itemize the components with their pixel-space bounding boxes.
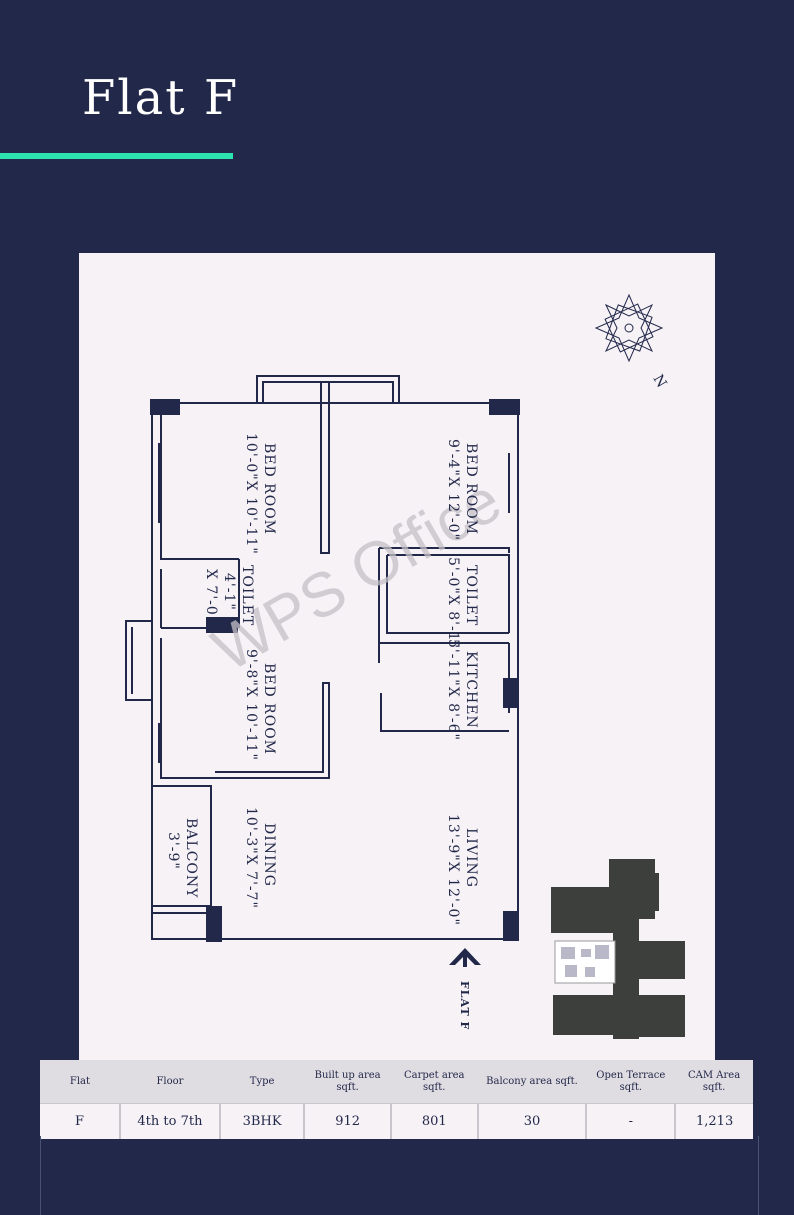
svg-text:BED ROOM: BED ROOM [463, 443, 479, 535]
header-flat: Flat [40, 1060, 120, 1104]
flat-info-table: Flat Floor Type Built up area sqft. Carp… [40, 1060, 753, 1139]
column [150, 399, 180, 415]
svg-text:10'-0"X 10'-11": 10'-0"X 10'-11" [243, 433, 259, 555]
header-balcony-area: Balcony area sqft. [477, 1060, 587, 1104]
column [206, 906, 222, 942]
header-cam-area: CAM Area sqft. [675, 1060, 753, 1104]
bedroom2-walls [379, 547, 510, 553]
svg-text:TOILET: TOILET [463, 565, 479, 626]
svg-text:TOILET: TOILET [239, 565, 255, 626]
cell-cam-area: 1,213 [675, 1103, 753, 1139]
central-wall [320, 383, 330, 554]
room-label-bedroom-3: BED ROOM 9'-8"X 10'-11" [243, 649, 277, 761]
svg-text:LIVING: LIVING [463, 828, 479, 888]
footer-frame [40, 1136, 759, 1215]
kitchen-walls [379, 642, 509, 732]
entry-arrow-icon [449, 948, 481, 967]
column [503, 678, 519, 708]
svg-text:BALCONY: BALCONY [183, 818, 199, 898]
column [489, 399, 520, 415]
room-label-dining: DINING 10'-3"X 7'-7" [243, 807, 277, 909]
svg-text:5'-11"X 8'-6": 5'-11"X 8'-6" [445, 639, 461, 741]
west-projection [125, 620, 152, 701]
svg-text:5'-0"X 8'-1": 5'-0"X 8'-1" [445, 557, 461, 649]
header-type: Type [219, 1060, 305, 1104]
key-plan-thumbnail [551, 859, 685, 1039]
cell-built-up-area: 912 [304, 1103, 392, 1139]
header-built-up-area: Built up area sqft. [304, 1060, 391, 1104]
header-carpet-area: Carpet area sqft. [390, 1060, 478, 1104]
room-label-balcony: BALCONY 3'-9" [165, 818, 199, 898]
cell-type: 3BHK [219, 1103, 306, 1139]
svg-text:3'-9": 3'-9" [165, 832, 181, 870]
table-header-row: Flat Floor Type Built up area sqft. Carp… [40, 1060, 753, 1104]
north-label: N [650, 372, 670, 391]
svg-text:BED ROOM: BED ROOM [261, 663, 277, 755]
top-projection [256, 375, 400, 403]
room-label-toilet-1: TOILET 4'-1" X 7'-0" [203, 565, 255, 626]
svg-text:X 7'-0": X 7'-0" [203, 569, 219, 623]
cell-balcony-area: 30 [477, 1103, 588, 1139]
room-label-toilet-2: TOILET 5'-0"X 8'-1" [445, 557, 479, 649]
svg-text:9'-8"X 10'-11": 9'-8"X 10'-11" [243, 649, 259, 761]
cell-open-terrace: - [586, 1103, 677, 1139]
svg-text:4'-1": 4'-1" [221, 573, 237, 611]
bedroom1-walls [160, 413, 239, 560]
column [503, 911, 519, 941]
floor-plan-drawing: WPS Office N BED ROOM 10'-0"X 10'-11" BE… [125, 293, 670, 1030]
room-label-bedroom-2: BED ROOM 9'-4"X 12'-0" [445, 439, 479, 541]
header-open-terrace: Open Terrace sqft. [586, 1060, 676, 1104]
svg-text:KITCHEN: KITCHEN [463, 651, 479, 729]
svg-text:13'-9"X 12'-0": 13'-9"X 12'-0" [445, 814, 461, 926]
room-label-living: LIVING 13'-9"X 12'-0" [445, 814, 479, 926]
table-row: F 4th to 7th 3BHK 912 801 30 - 1,213 [40, 1103, 753, 1139]
room-label-bedroom-1: BED ROOM 10'-0"X 10'-11" [243, 433, 277, 555]
cell-flat: F [40, 1103, 121, 1139]
svg-text:BED ROOM: BED ROOM [261, 443, 277, 535]
room-label-kitchen: KITCHEN 5'-11"X 8'-6" [445, 639, 479, 741]
cell-carpet-area: 801 [390, 1103, 479, 1139]
page-title: Flat F [82, 70, 240, 126]
header-floor: Floor [119, 1060, 220, 1104]
cell-floor: 4th to 7th [119, 1103, 221, 1139]
floor-plan-panel: WPS Office N BED ROOM 10'-0"X 10'-11" BE… [79, 253, 715, 1060]
svg-text:DINING: DINING [261, 823, 277, 887]
title-accent-bar [0, 153, 233, 159]
compass-icon [594, 293, 664, 363]
svg-text:9'-4"X 12'-0": 9'-4"X 12'-0" [445, 439, 461, 541]
entry-label: FLAT F [458, 981, 471, 1030]
svg-text:10'-3"X 7'-7": 10'-3"X 7'-7" [243, 807, 259, 909]
bedroom3-walls [160, 638, 330, 779]
column [206, 617, 238, 633]
